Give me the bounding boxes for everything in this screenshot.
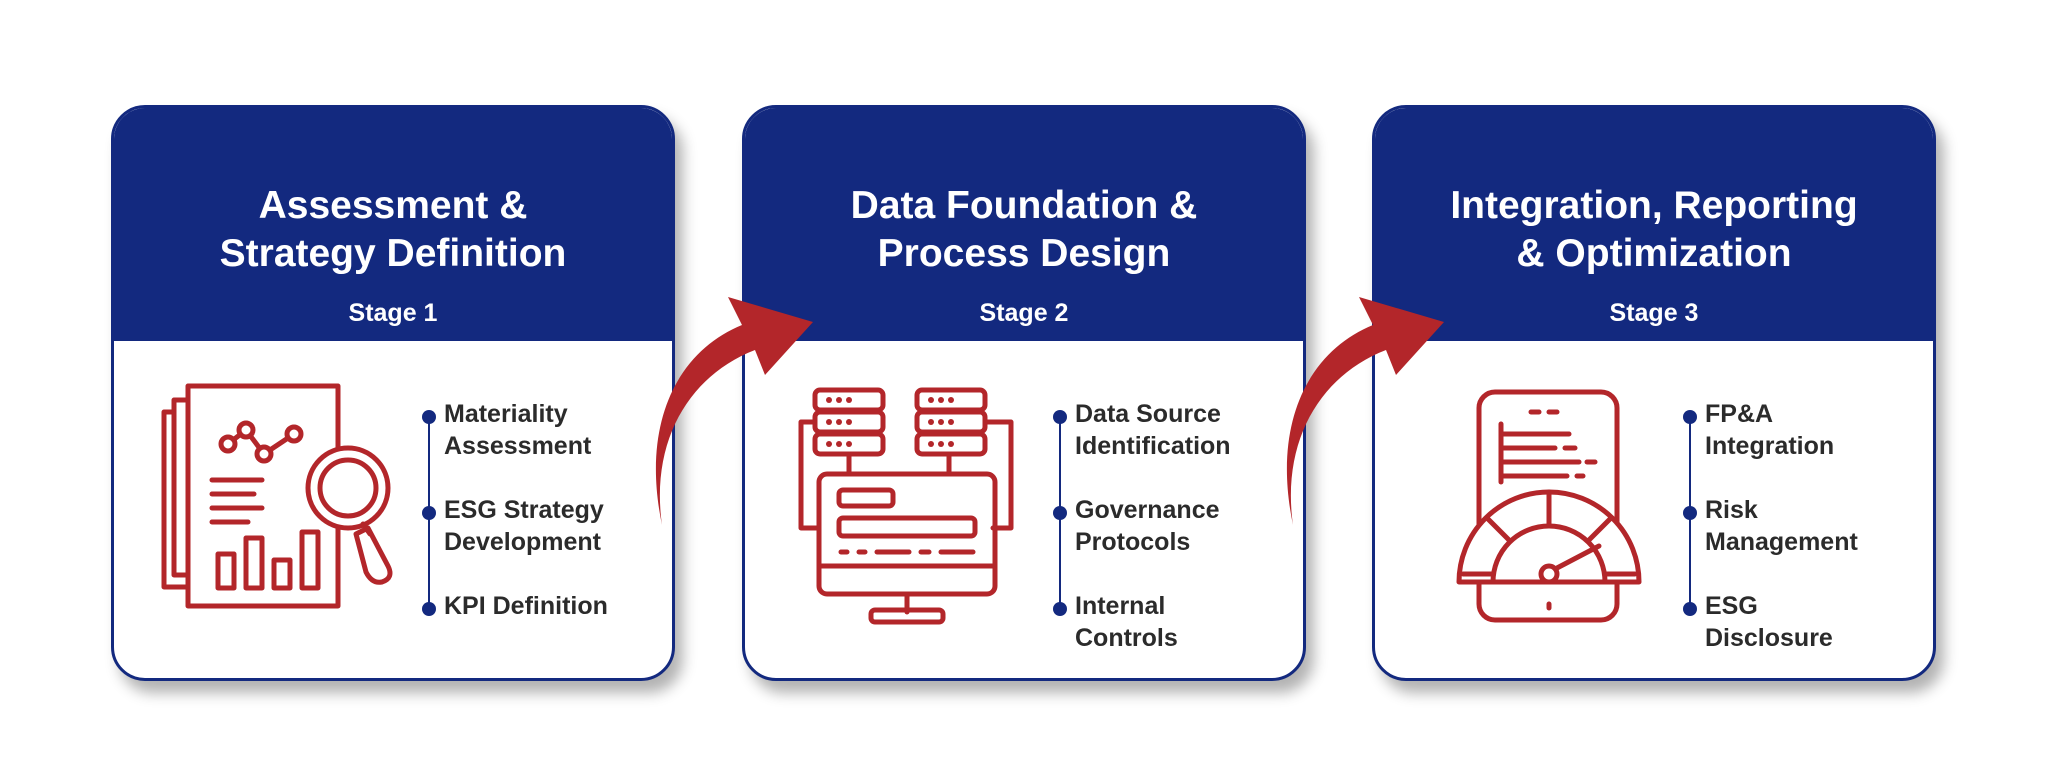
stage-card-header: Integration, Reporting & Optimization St…	[1375, 108, 1933, 341]
bullet-dot	[422, 506, 436, 520]
server-monitor-icon	[789, 378, 1029, 628]
stage-number: Stage 2	[979, 299, 1069, 327]
stage-title: Assessment & Strategy Definition	[219, 184, 567, 275]
stage-card-header: Assessment & Strategy Definition Stage 1	[114, 108, 672, 341]
bullet-dot	[1053, 506, 1067, 520]
stage-card-2: Data Foundation & Process Design Stage 2	[742, 105, 1306, 681]
stage-card-header: Data Foundation & Process Design Stage 2	[745, 108, 1303, 341]
list-item-label: Risk Management	[1705, 496, 1858, 556]
curved-arrow-icon	[655, 297, 813, 525]
list-item-label: ESG Strategy Development	[444, 496, 604, 556]
stage-card-3: Integration, Reporting & Optimization St…	[1372, 105, 1936, 681]
bullet-dot	[422, 602, 436, 616]
list-item-label: Materiality Assessment	[444, 400, 592, 460]
stage-card-1: Assessment & Strategy Definition Stage 1	[111, 105, 675, 681]
list-item-label: KPI Definition	[444, 592, 608, 620]
list-item-label: Data Source Identification	[1075, 400, 1231, 460]
dashboard-gauge-icon	[1419, 378, 1659, 628]
bullet-dot	[422, 410, 436, 424]
list-item-label: Governance Protocols	[1075, 496, 1220, 556]
stage-number: Stage 3	[1609, 299, 1699, 327]
list-item-label: ESG Disclosure	[1705, 592, 1833, 652]
bullet-dot	[1053, 410, 1067, 424]
bullet-dot	[1053, 602, 1067, 616]
stage-title: Integration, Reporting & Optimization	[1450, 184, 1858, 275]
stage-number: Stage 1	[348, 299, 438, 327]
stage-title: Data Foundation & Process Design	[850, 184, 1198, 275]
curved-arrow-icon	[1286, 297, 1444, 525]
bullet-dot	[1683, 602, 1697, 616]
list-item-label: Internal Controls	[1075, 592, 1178, 652]
report-magnifier-icon	[158, 378, 398, 628]
bullet-dot	[1683, 410, 1697, 424]
list-item-label: FP&A Integration	[1705, 400, 1835, 460]
bullet-dot	[1683, 506, 1697, 520]
